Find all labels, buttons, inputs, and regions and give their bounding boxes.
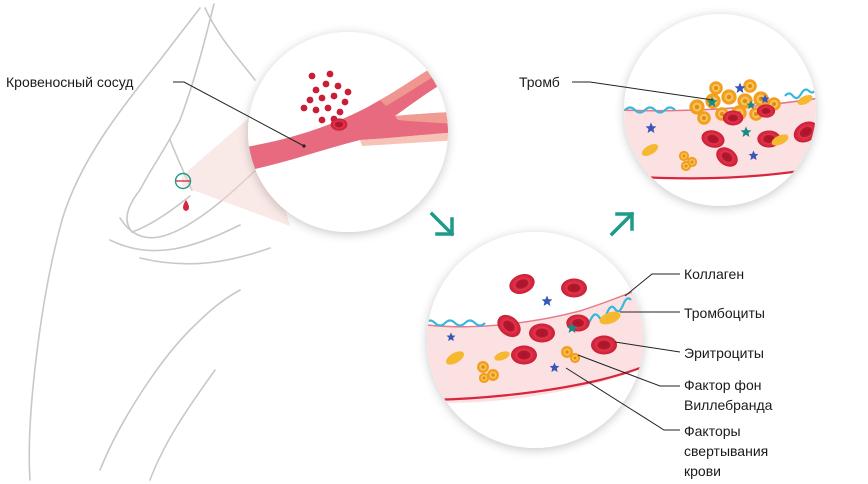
label-coag-line1: Факторы — [684, 423, 741, 439]
arrow-up-right-icon — [609, 211, 635, 237]
escaping-blood-cells — [300, 70, 352, 124]
leader-dots — [302, 144, 306, 148]
label-platelets: Тромбоциты — [684, 305, 765, 321]
label-coag-line3: крови — [684, 463, 721, 479]
zoom-circle-clot — [624, 14, 816, 206]
zoom-circle-components — [427, 232, 643, 448]
label-thrombus: Тромб — [519, 74, 560, 90]
label-erythrocytes: Эритроциты — [684, 345, 764, 361]
leader-lines — [173, 81, 714, 431]
hand-outline — [28, 3, 271, 481]
blood-drop-icon — [183, 200, 189, 211]
label-vwf-line2: Виллебранда — [684, 397, 773, 413]
arrow-down-right-icon — [429, 211, 455, 237]
collagen-fibers — [427, 319, 486, 327]
label-vwf-line1: Фактор фон — [684, 377, 761, 393]
label-collagen: Коллаген — [684, 266, 744, 282]
label-coag-line2: свертывания — [684, 443, 768, 459]
label-blood-vessel: Кровеносный сосуд — [6, 74, 133, 90]
platelets-group — [445, 311, 621, 365]
